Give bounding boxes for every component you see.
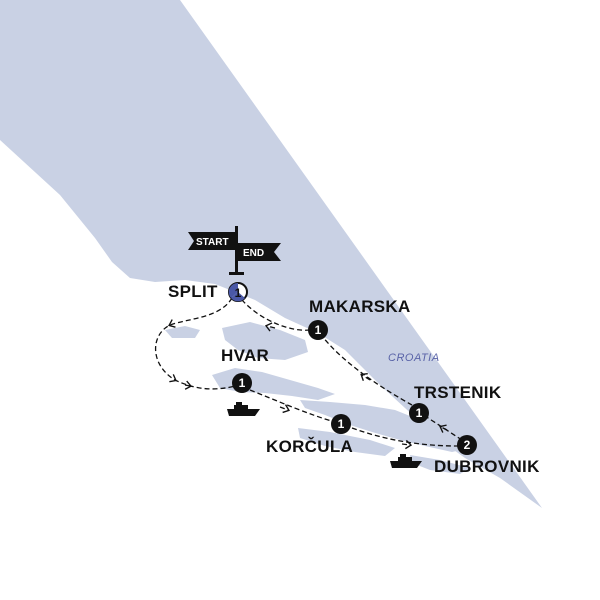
island-mljet bbox=[410, 455, 470, 474]
flag-icon: START END bbox=[188, 226, 281, 275]
stop-marker-trstenik[interactable]: 1 bbox=[409, 403, 429, 423]
dubrovnik-nights: 2 bbox=[464, 438, 471, 452]
trstenik-nights: 1 bbox=[416, 406, 423, 420]
makarska-nights: 1 bbox=[315, 323, 322, 337]
stop-marker-hvar[interactable]: 1 bbox=[232, 373, 252, 393]
label-split: SPLIT bbox=[168, 282, 218, 301]
stop-marker-makarska[interactable]: 1 bbox=[308, 320, 328, 340]
stop-marker-dubrovnik[interactable]: 2 bbox=[457, 435, 477, 455]
ferry-icon bbox=[227, 402, 260, 416]
korcula-nights: 1 bbox=[338, 417, 345, 431]
label-trstenik: TRSTENIK bbox=[414, 383, 502, 402]
split-nights: 1 bbox=[235, 286, 242, 300]
label-korcula: KORČULA bbox=[266, 437, 354, 456]
label-hvar: HVAR bbox=[221, 346, 270, 365]
peninsula-peljesac bbox=[300, 400, 470, 452]
ferry-icon bbox=[390, 454, 422, 468]
country-label: CROATIA bbox=[388, 352, 440, 364]
island-hvar bbox=[212, 368, 335, 400]
stop-marker-korcula[interactable]: 1 bbox=[331, 414, 351, 434]
flag-end-label: END bbox=[243, 248, 264, 259]
label-makarska: MAKARSKA bbox=[309, 297, 411, 316]
island-small bbox=[165, 326, 200, 338]
hvar-nights: 1 bbox=[239, 376, 246, 390]
label-dubrovnik: DUBROVNIK bbox=[434, 457, 540, 476]
flag-start-label: START bbox=[196, 237, 229, 248]
island-brac bbox=[222, 322, 308, 360]
stop-marker-split[interactable]: 1 bbox=[228, 282, 248, 302]
route-path bbox=[154, 297, 463, 450]
island-korcula bbox=[298, 428, 395, 456]
